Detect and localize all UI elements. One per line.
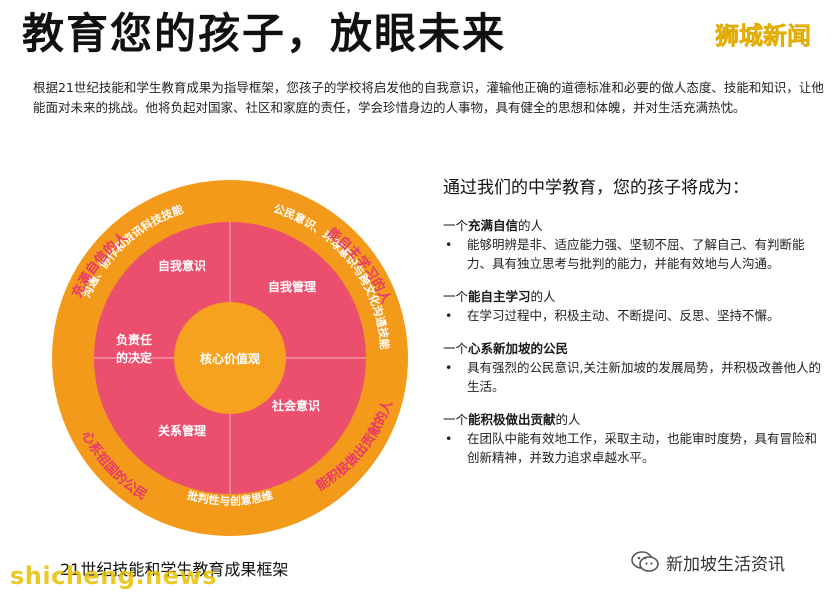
outcome-heading: 一个能积极做出贡献的人 (443, 410, 829, 429)
outcome-keyword: 充满自信 (468, 218, 519, 233)
intro-paragraph: 根据21世纪技能和学生教育成果为指导框架，您孩子的学校将启发他的自我意识，灌输他… (33, 80, 824, 115)
wechat-account-name: 新加坡生活资讯 (666, 554, 785, 575)
outcome-description: 在团队中能有效地工作，采取主动，也能审时度势，具有冒险和创新精神，并致力追求卓越… (467, 431, 818, 465)
bullet: • (445, 237, 453, 252)
outcome-heading: 一个充满自信的人 (443, 216, 829, 235)
outcome-suffix: 的人 (530, 289, 556, 304)
outcome-prefix: 一个 (443, 289, 469, 304)
outcome-keyword: 能自主学习 (468, 289, 531, 304)
bullet: • (445, 308, 453, 323)
wechat-icon (631, 551, 659, 572)
brand-logo-text: 狮城新闻 (715, 22, 812, 51)
outcome-heading: 一个能自主学习的人 (443, 287, 829, 306)
outcome-description: 能够明辨是非、适应能力强、坚韧不屈、了解自己、有判断能力、具有独立思考与批判的能… (467, 237, 805, 271)
responsible-decision-label: 负责任 (116, 332, 152, 347)
outcome-item: 一个心系新加坡的公民 • 具有强烈的公民意识,关注新加坡的发展局势，并积极改善他人… (443, 339, 829, 396)
outcomes-panel: 通过我们的中学教育，您的孩子将成为： 一个充满自信的人 •能够明辨是非、适应能力… (443, 176, 829, 481)
outcomes-title: 通过我们的中学教育，您的孩子将成为： (443, 178, 749, 198)
self-management-label: 自我管理 (268, 279, 316, 294)
framework-wheel-diagram: 核心价值观 自我意识 自我管理 社会意识 关系管理 负责任 的决定 沟通、协作和… (52, 180, 408, 536)
responsible-decision-label-line2: 的决定 (116, 350, 152, 365)
outcome-item: 一个能积极做出贡献的人 • 在团队中能有效地工作，采取主动，也能审时度势，具有冒险… (443, 410, 829, 467)
outcome-description: 具有强烈的公民意识,关注新加坡的发展局势，并积极改善他人的生活。 (467, 360, 821, 394)
page-title: 教育您的孩子，放眼未来 (22, 9, 507, 58)
relationship-management-label: 关系管理 (158, 423, 206, 438)
bullet: • (445, 360, 453, 375)
outcome-keyword: 心系新加坡的公民 (468, 341, 569, 356)
core-circle (174, 302, 286, 414)
bullet: • (445, 431, 453, 446)
outcome-prefix: 一个 (443, 341, 469, 356)
self-awareness-label: 自我意识 (158, 258, 206, 273)
outcome-item: 一个充满自信的人 • 能够明辨是非、适应能力强、坚韧不屈、了解自己、有判断能力、具… (443, 216, 829, 273)
outcome-description: 在学习过程中，积极主动、不断提问、反思、坚持不懈。 (467, 308, 780, 323)
social-awareness-label: 社会意识 (271, 398, 320, 413)
wechat-account-badge: 新加坡生活资讯 (630, 549, 785, 575)
site-watermark: shicheng.news (10, 562, 217, 590)
outcome-keyword: 能积极做出贡献 (468, 412, 556, 427)
outcome-heading: 一个心系新加坡的公民 (443, 339, 829, 358)
outcome-item: 一个能自主学习的人 • 在学习过程中，积极主动、不断提问、反思、坚持不懈。 (443, 287, 829, 325)
outcome-suffix: 的人 (555, 412, 581, 427)
outcome-prefix: 一个 (443, 412, 469, 427)
core-values-label: 核心价值观 (200, 351, 260, 366)
outcome-prefix: 一个 (443, 218, 469, 233)
framework-caption: 21世纪技能和学生教育成果框架 (60, 560, 289, 579)
outcome-suffix: 的人 (518, 218, 544, 233)
